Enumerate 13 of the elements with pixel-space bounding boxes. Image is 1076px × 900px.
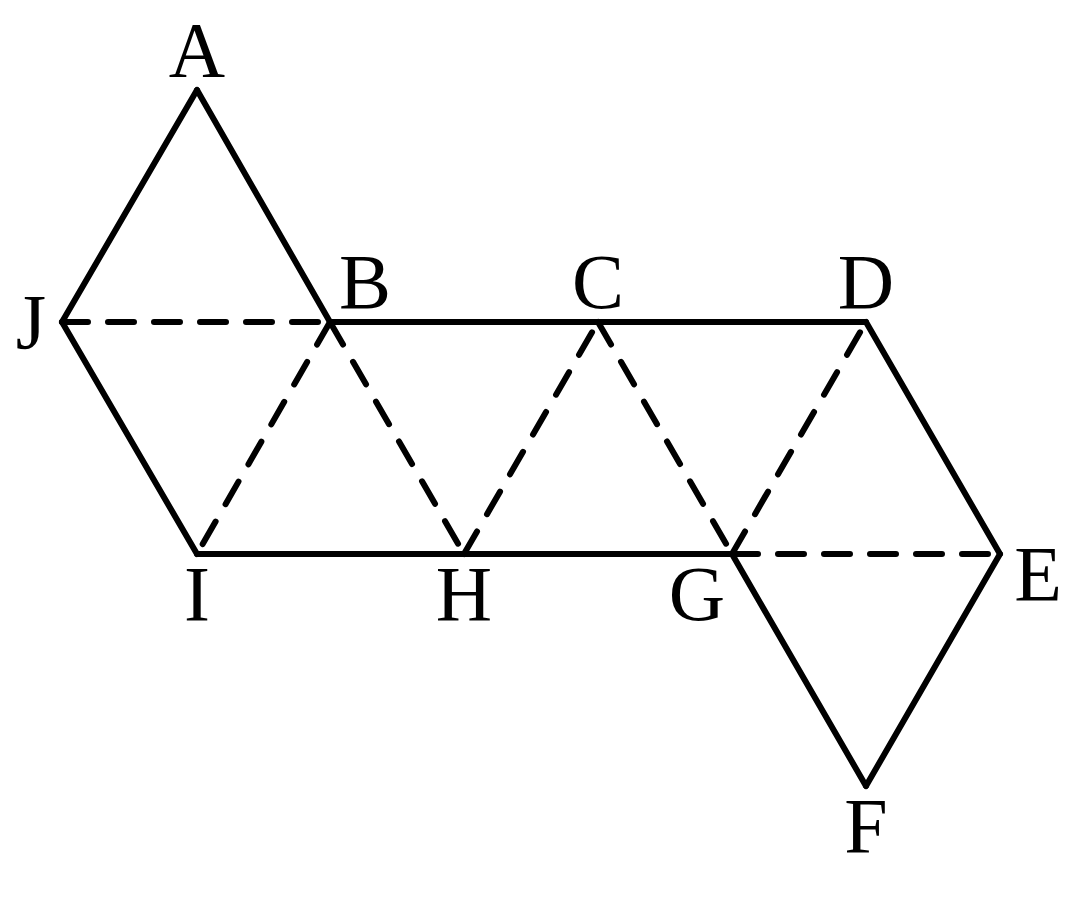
vertex-label: D <box>831 242 901 322</box>
line-segment <box>863 319 1003 557</box>
vertex-label: G <box>662 554 732 634</box>
vertex-label: F <box>831 786 901 866</box>
vertex-label: C <box>563 242 633 322</box>
line-segment <box>863 551 1003 789</box>
vertex-label: I <box>162 554 232 634</box>
line-segment <box>194 87 333 325</box>
vertex-label: E <box>1000 534 1076 614</box>
vertex-label: A <box>152 10 242 90</box>
vertex-label: J <box>0 282 62 362</box>
vertex-label: H <box>429 554 499 634</box>
vertex-label: B <box>330 242 400 322</box>
